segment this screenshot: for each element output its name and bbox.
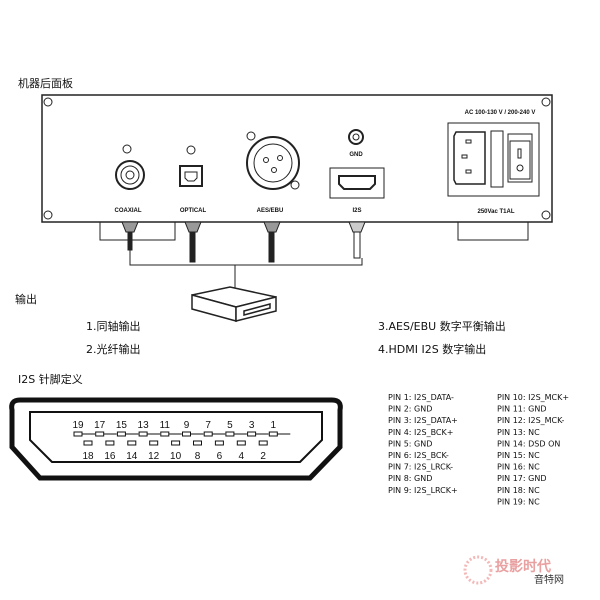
- output-item-3: 3.AES/EBU 数字平衡输出: [378, 319, 506, 333]
- pin-number: 8: [195, 451, 201, 462]
- coaxial-jack-icon: [115, 160, 145, 190]
- pin-contact: [225, 431, 235, 437]
- hdmi-i2s-jack-icon: [329, 167, 385, 199]
- pin-definition: PIN 18: NC: [497, 486, 540, 495]
- pin-number: 16: [104, 451, 116, 462]
- screw-icons: [43, 97, 551, 220]
- pin-contact: [193, 440, 202, 446]
- pin-contact: [160, 431, 170, 437]
- gnd-label: GND: [349, 152, 363, 158]
- pin-number: 6: [217, 451, 223, 462]
- pin-contact: [203, 431, 213, 437]
- pin-definition: PIN 6: I2S_BCK-: [388, 451, 449, 460]
- outputs-heading: 输出: [15, 292, 37, 306]
- port-label-coaxial: COAXIAL: [115, 208, 142, 214]
- pin-number: 12: [148, 451, 160, 462]
- pin-number: 4: [239, 451, 245, 462]
- pin-contact: [95, 431, 105, 437]
- pin-contact: [83, 440, 93, 446]
- pin-number: 14: [126, 451, 138, 462]
- pin-definition: PIN 4: I2S_BCK+: [388, 428, 453, 437]
- pin-number: 13: [138, 420, 150, 431]
- pins-top-row: 19 17 15 13 11 9 7 5 3 1: [72, 420, 291, 437]
- pin-definition: PIN 17: GND: [497, 474, 546, 483]
- pin-definition: PIN 15: NC: [497, 451, 540, 460]
- pin-definition: PIN 12: I2S_MCK-: [497, 416, 565, 425]
- cables: [121, 221, 366, 290]
- pin-definition: PIN 1: I2S_DATA-: [388, 393, 454, 402]
- pin-number: 2: [260, 451, 266, 462]
- pin-number: 19: [72, 420, 84, 431]
- pin-contact: [149, 440, 159, 446]
- output-item-2: 2.光纤输出: [86, 342, 141, 356]
- pin-definition: PIN 5: GND: [388, 439, 432, 448]
- pin-contact: [105, 440, 115, 446]
- pin-contact: [171, 440, 181, 446]
- pin-definition: PIN 13: NC: [497, 428, 540, 437]
- port-label-aes-ebu: AES/EBU: [257, 208, 284, 214]
- pin-number: 18: [82, 451, 94, 462]
- pin-definition: PIN 9: I2S_LRCK+: [388, 486, 458, 495]
- output-item-1: 1.同轴输出: [86, 319, 141, 333]
- left-foot: [99, 222, 176, 241]
- pin-number: 9: [184, 420, 190, 431]
- gnd-terminal-icon: [348, 129, 364, 145]
- xlr-jack-icon: [246, 136, 300, 190]
- pin-number: 17: [94, 420, 106, 431]
- watermark-logo: 投影时代 音特网: [463, 555, 564, 586]
- pin-number: 10: [170, 451, 182, 462]
- port-label-i2s: I2S: [352, 208, 361, 214]
- pin-contact: [182, 431, 191, 437]
- pin-number: 7: [205, 420, 211, 431]
- pin-number: 15: [116, 420, 128, 431]
- panel-title: 机器后面板: [18, 76, 73, 90]
- pin-contact: [268, 431, 278, 437]
- power-module: [447, 122, 540, 197]
- power-rating: AC 100-130 V / 200-240 V: [465, 110, 536, 116]
- pin-number: 5: [227, 420, 233, 431]
- hdmi-connector-diagram: [9, 397, 343, 481]
- pin-contact: [73, 431, 83, 437]
- pin-contact: [258, 440, 268, 446]
- watermark-text-1: 投影时代: [495, 558, 551, 575]
- pin-definition: PIN 11: GND: [497, 405, 546, 414]
- pin-contact: [247, 431, 257, 437]
- pin-definition: PIN 8: GND: [388, 474, 432, 483]
- pin-definition: PIN 14: DSD ON: [497, 439, 560, 448]
- pin-definition: PIN 10: I2S_MCK+: [497, 393, 569, 402]
- pin-contact: [214, 440, 224, 446]
- pin-definition: PIN 7: I2S_LRCK-: [388, 463, 453, 472]
- pin-number: 11: [160, 420, 171, 431]
- power-switch-icon: [507, 133, 533, 183]
- i2s-heading: I2S 针脚定义: [18, 372, 83, 386]
- output-item-4: 4.HDMI I2S 数字输出: [378, 342, 486, 356]
- pin-definition: PIN 16: NC: [497, 463, 540, 472]
- watermark-text-2: 音特网: [534, 573, 564, 586]
- receiver-device-icon: [191, 286, 277, 322]
- pin-definition: PIN 3: I2S_DATA+: [388, 416, 458, 425]
- fuse-rating: 250Vac T1AL: [477, 209, 514, 215]
- optical-jack-icon: [179, 165, 203, 187]
- pin-number: 1: [271, 420, 277, 431]
- pin-definition: PIN 19: NC: [497, 497, 540, 506]
- pins-bottom-row: 18 16 14 12 10 8 6 4 2: [82, 440, 268, 462]
- pin-contact: [236, 440, 246, 446]
- pin-definition: PIN 2: GND: [388, 405, 432, 414]
- right-foot: [457, 222, 529, 241]
- pin-number: 3: [249, 420, 255, 431]
- pin-list-right: PIN 10: I2S_MCK+ PIN 11: GND PIN 12: I2S_M…: [497, 393, 569, 506]
- pin-contact: [116, 431, 126, 437]
- pin-list-left: PIN 1: I2S_DATA- PIN 2: GND PIN 3: I2S_DAT…: [388, 393, 458, 495]
- pin-contact: [127, 440, 137, 446]
- pin-contact: [138, 431, 148, 437]
- port-label-optical: OPTICAL: [180, 208, 207, 214]
